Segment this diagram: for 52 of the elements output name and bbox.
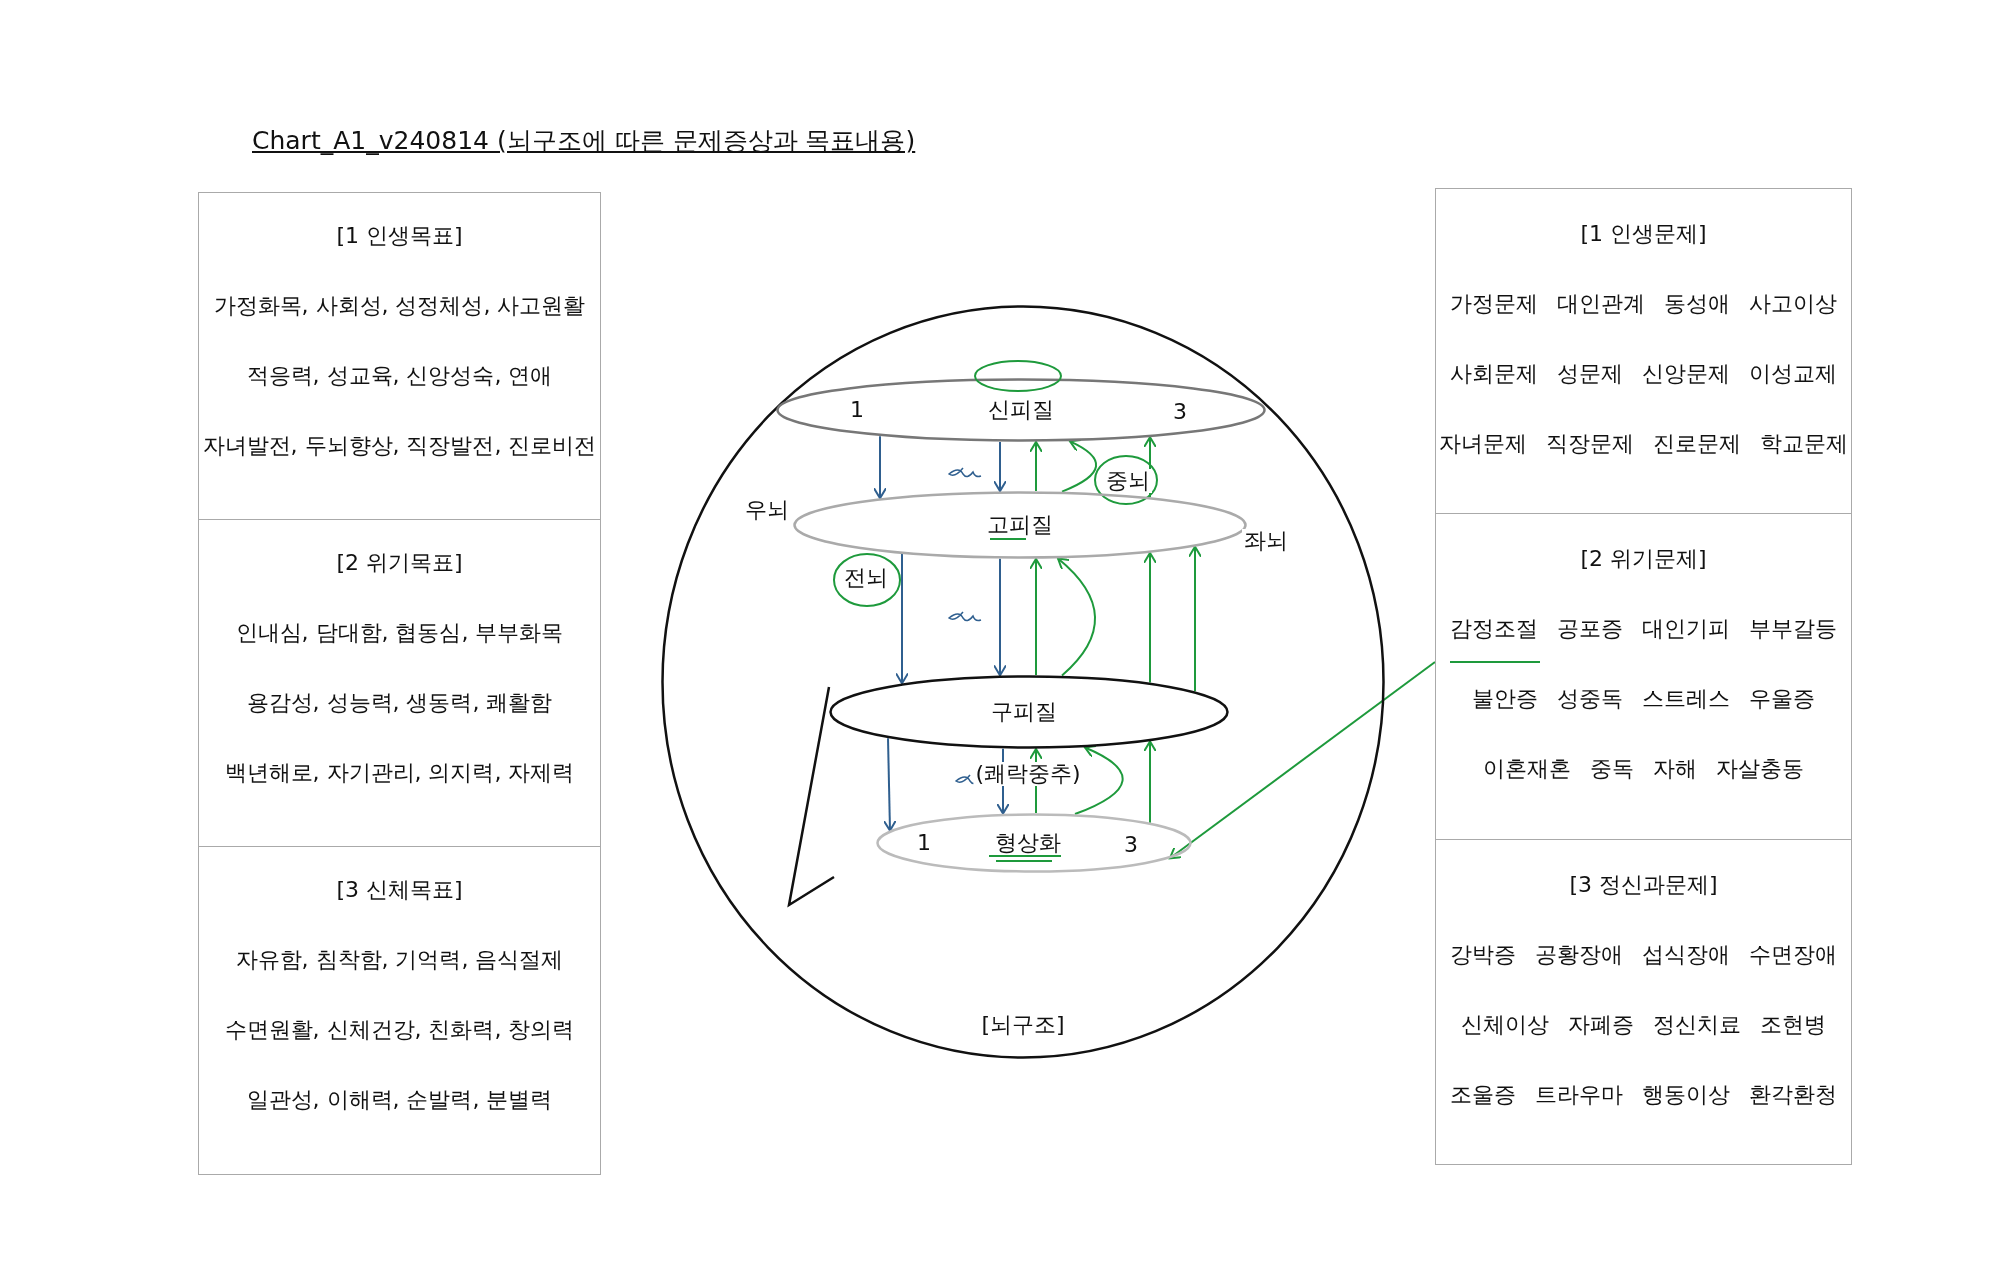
keyword-list: 조울증 트라우마 행동이상 환각환청 [1436,1080,1851,1110]
panel-section [198,192,601,520]
arrow [1188,545,1202,693]
keyword-list: 용감성, 성능력, 생동력, 쾌활함 [199,688,600,718]
layer-ellipse [829,675,1229,749]
keyword-list: 사회문제 성문제 신앙문제 이성교제 [1436,359,1851,389]
section-heading: [3 정신과문제] [1568,871,1719,899]
layer-name: 형상화 [993,831,1063,855]
keyword-list: 수면원활, 신체건강, 친화력, 창의력 [199,1015,600,1045]
arrow [873,435,887,500]
keyword-list: 이혼재혼 중독 자해 자살충동 [1436,754,1851,784]
arrow [1057,557,1096,677]
layer-ellipse [876,813,1192,873]
keyword-list: 불안증 성중독 스트레스 우울증 [1436,684,1851,714]
section-heading: [2 위기목표] [335,549,464,577]
keyword-list: 자녀문제 직장문제 진로문제 학교문제 [1436,429,1851,459]
section-heading: [2 위기문제] [1579,545,1708,573]
section-heading: [1 인생목표] [335,222,464,250]
arrow [1061,439,1097,493]
keyword-list: 백년해로, 자기관리, 의지력, 자제력 [199,758,600,788]
panel-section [198,519,601,847]
arrow [1029,557,1043,676]
arrow [1143,740,1157,824]
section-heading: [1 인생문제] [1579,220,1708,248]
keyword-list: 자유함, 침착함, 기억력, 음식절제 [199,945,600,975]
hand-drawn-circle [974,360,1062,392]
keyword-list: 감정조절 공포증 대인기피 부부갈등 [1436,614,1851,644]
keyword-list: 강박증 공황장애 섭식장애 수면장애 [1436,940,1851,970]
arrow [1143,551,1157,684]
keyword-list: 가정문제 대인관계 동성애 사고이상 [1436,289,1851,319]
region-label: 중뇌 [1104,469,1152,493]
panel-section [1435,188,1852,514]
diagram-title: Chart_A1_v240814 (뇌구조에 따른 문제증상과 목표내용) [252,125,916,157]
arrow [895,553,909,685]
arrow [882,737,897,832]
panel-section [1435,839,1852,1165]
keyword-list: 신체이상 자폐증 정신치료 조현병 [1436,1010,1851,1040]
arrow [993,557,1007,677]
arrow [1074,745,1124,816]
arrow [1168,661,1436,860]
layer-ellipse [776,378,1266,442]
keyword-list: 인내심, 담대함, 협동심, 부부화목 [199,618,600,648]
keyword-list: 적응력, 성교육, 신앙성숙, 연애 [199,361,600,391]
arrow [993,440,1007,493]
panel-section [198,846,601,1175]
keyword-list: 일관성, 이해력, 순발력, 분별력 [199,1085,600,1115]
section-heading: [3 신체목표] [335,876,464,904]
layer-ellipse [793,491,1247,559]
panel-section [1435,513,1852,840]
arrow [1029,440,1043,493]
keyword-list: 자녀발전, 두뇌향상, 직장발전, 진로비전 [199,431,600,461]
keyword-list: 가정화목, 사회성, 성정체성, 사고원활 [199,291,600,321]
